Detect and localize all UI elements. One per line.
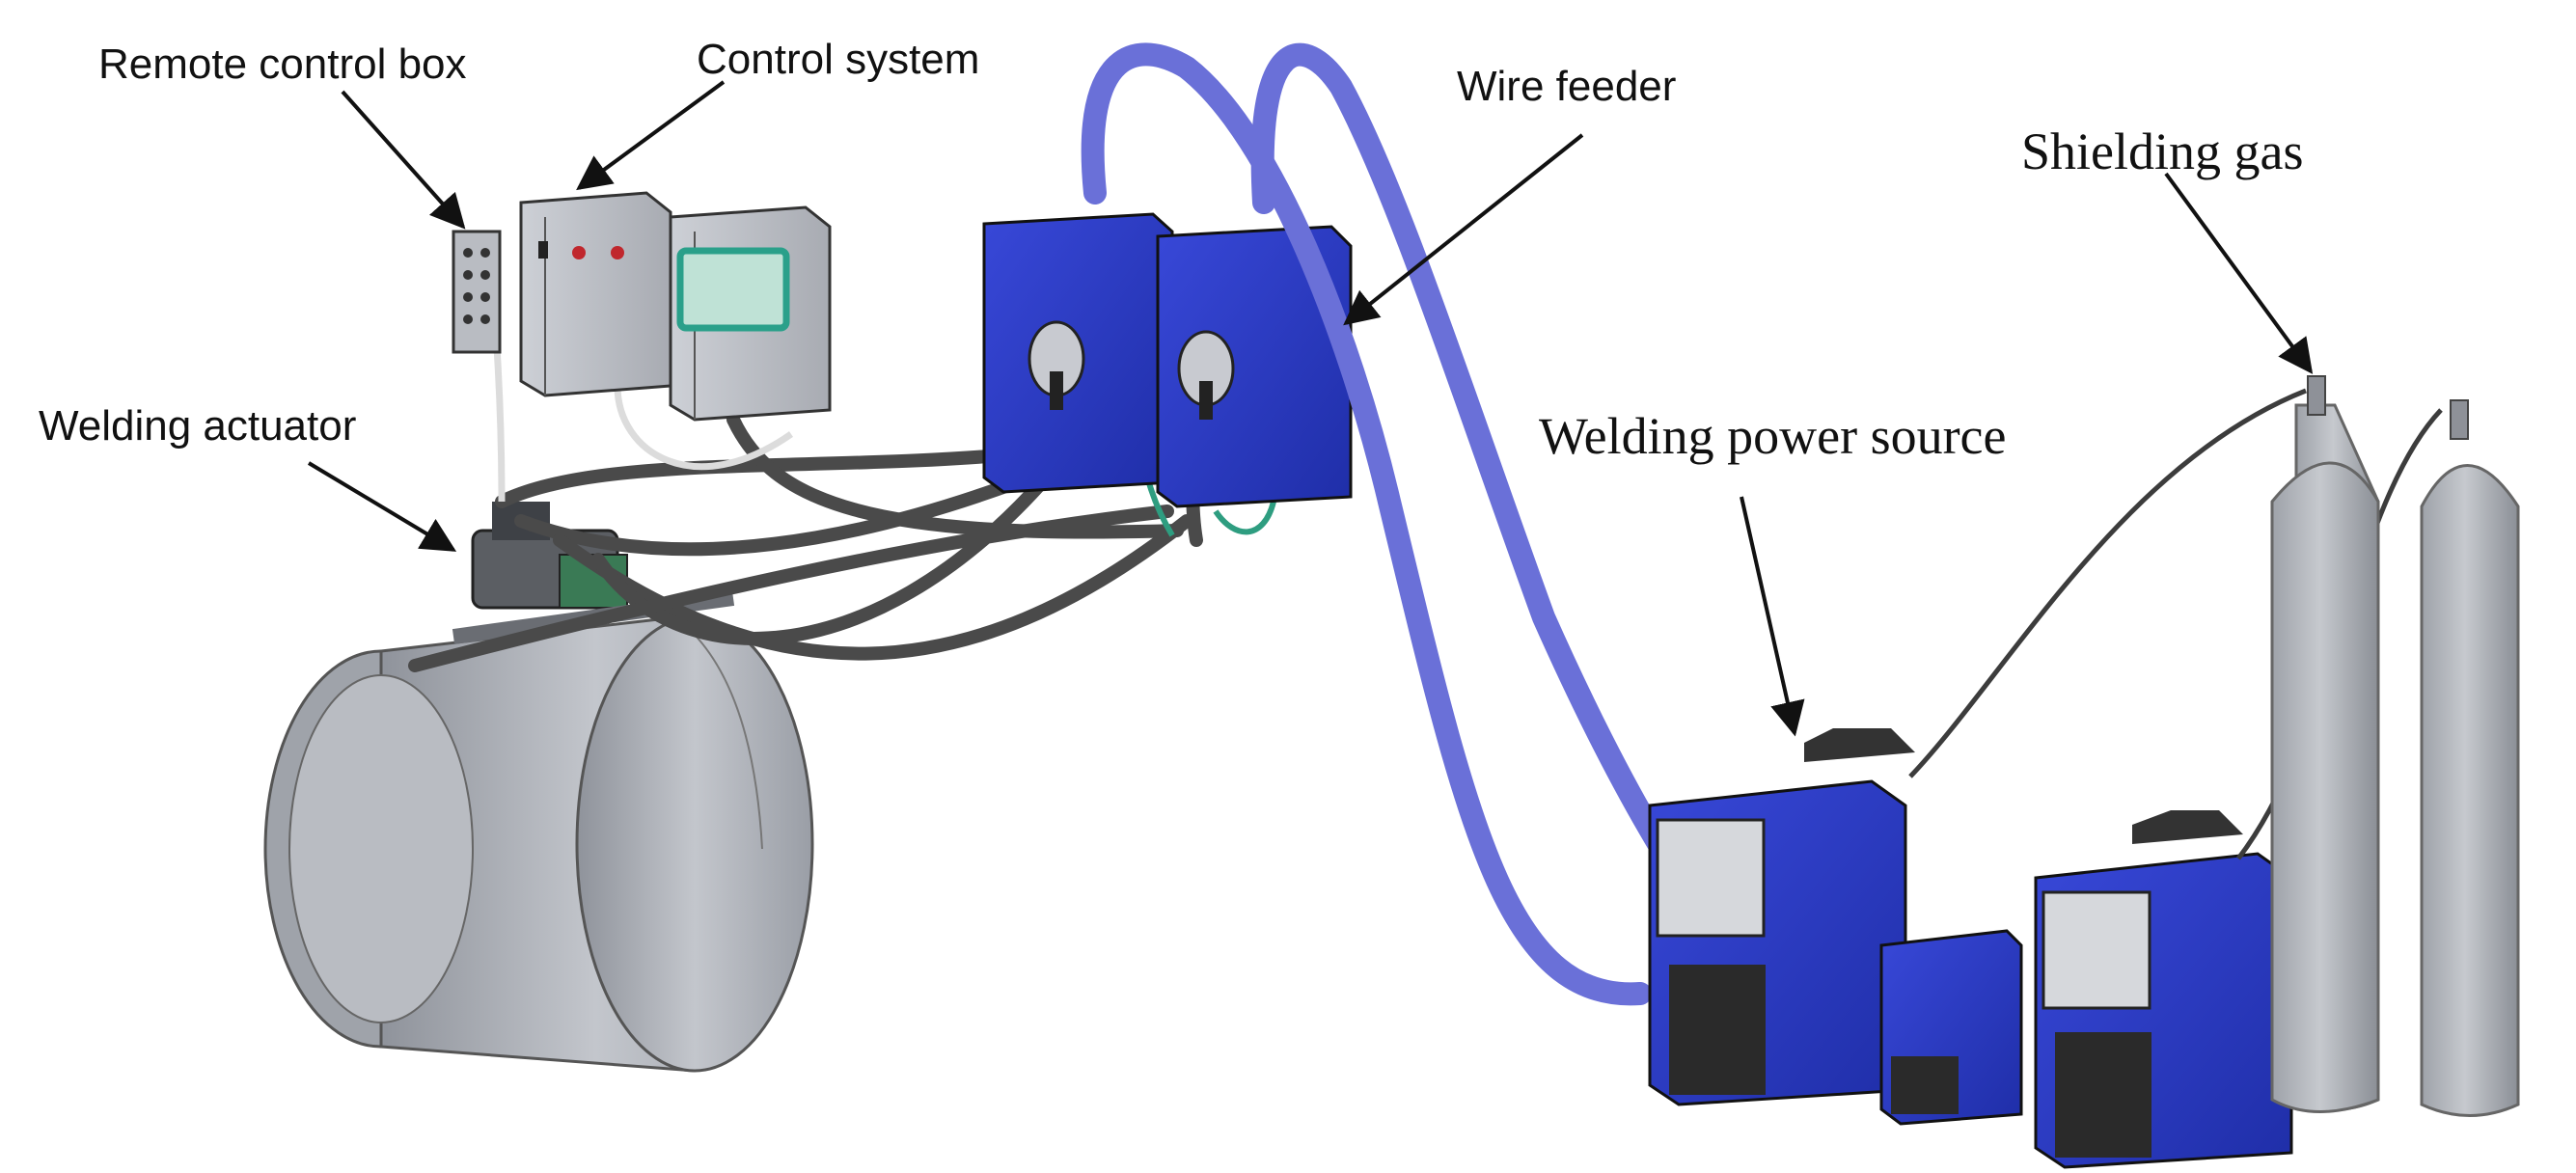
label-welding-actuator: Welding actuator [39,402,357,450]
signal-wires [493,346,794,503]
arrow-shielding-gas [2164,172,2314,374]
label-welding-power-source: Welding power source [1539,407,2007,465]
pipe-workpiece [263,615,814,1073]
label-wire-feeder: Wire feeder [1457,63,1677,110]
label-remote-control-box: Remote control box [98,41,467,88]
wire-feeders [982,212,1353,508]
arrow-remote-control-box [341,90,466,230]
welding-power-sources [1648,728,2293,1169]
gas-cylinders [2270,375,2520,1117]
pointer-arrows [307,80,2314,737]
control-system-boxes [519,191,832,422]
arrow-control-system [576,80,726,191]
arrow-welding-power-source [1740,496,1805,737]
arrow-welding-actuator [307,461,457,552]
remote-control-box [452,230,502,354]
label-control-system: Control system [697,36,980,83]
label-shielding-gas: Shielding gas [2021,123,2304,180]
arrow-wire-feeder [1343,133,1584,326]
